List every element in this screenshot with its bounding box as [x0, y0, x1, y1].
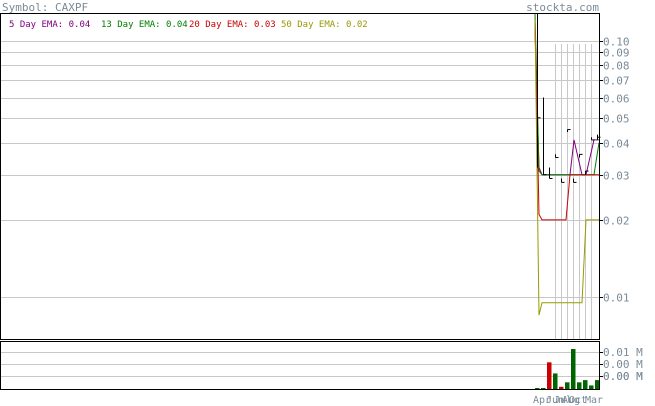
- volume-bar: [565, 382, 570, 389]
- volume-bar: [547, 362, 552, 389]
- price-tick-label: 0.01: [603, 292, 630, 305]
- price-tick-label: 0.04: [603, 138, 630, 151]
- site-name: stockta.com: [526, 1, 599, 14]
- volume-bar: [577, 382, 582, 389]
- price-grid: [1, 41, 599, 298]
- price-axis-ticks: 0.100.090.08 0.07 0.06 0.05 0.04 0.03 0.02 0.01: [599, 36, 630, 305]
- date-tick-label: Jul: [554, 395, 572, 406]
- price-tick-label: 0.06: [603, 93, 630, 106]
- volume-panel-frame: [0, 341, 600, 390]
- volume-axis-ticks: 0.01 M0.00 M0.00 M0.00 M: [599, 346, 643, 383]
- volume-bars: [535, 349, 600, 389]
- price-tick-label: 0.07: [603, 75, 630, 88]
- price-tick-label: 0.09: [603, 47, 630, 60]
- date-tick-label: Mar: [585, 395, 603, 406]
- legend-ema5: 5 Day EMA: 0.04: [9, 20, 90, 30]
- volume-bar: [535, 388, 540, 389]
- legend-ema13: 13 Day EMA: 0.04: [101, 20, 188, 30]
- ema-line: [534, 20, 599, 221]
- volume-bar: [559, 386, 564, 389]
- price-tick-label: 0.10: [603, 36, 630, 49]
- volume-bar: [583, 380, 588, 389]
- date-tick-label: Jun: [546, 395, 564, 406]
- volume-tick-label: 0.00 M: [603, 370, 643, 383]
- price-bars: [537, 14, 601, 183]
- date-tick-label: Oct: [569, 395, 587, 406]
- volume-tick-label: 0.00 M: [603, 370, 643, 383]
- price-tick-label: 0.05: [603, 113, 630, 126]
- price-tick-label: 0.03: [603, 170, 630, 183]
- price-panel-frame: [0, 13, 600, 340]
- legend-ema50: 50 Day EMA: 0.02: [281, 20, 368, 30]
- symbol-title: Symbol: CAXPF: [2, 1, 88, 14]
- volume-bar: [571, 349, 576, 389]
- volume-bar: [541, 388, 546, 389]
- volume-bar: [589, 385, 594, 389]
- legend-ema20: 20 Day EMA: 0.03: [189, 20, 276, 30]
- volume-bar: [553, 373, 558, 389]
- volume-tick-label: 0.01 M: [603, 346, 643, 359]
- ema-line: [534, 20, 599, 316]
- volume-bar: [595, 380, 600, 389]
- date-tick-label: Apr: [533, 395, 551, 406]
- volume-tick-label: 0.00 M: [603, 358, 643, 371]
- date-tick-label: Aug: [562, 395, 580, 406]
- ema-legend: 5 Day EMA: 0.04 13 Day EMA: 0.04 20 Day …: [9, 20, 368, 30]
- price-tick-label: 0.02: [603, 215, 630, 228]
- price-tick-label: 0.08: [603, 60, 630, 73]
- vertical-grid: [555, 44, 592, 340]
- ema-lines: [534, 13, 600, 316]
- volume-grid: [1, 352, 599, 377]
